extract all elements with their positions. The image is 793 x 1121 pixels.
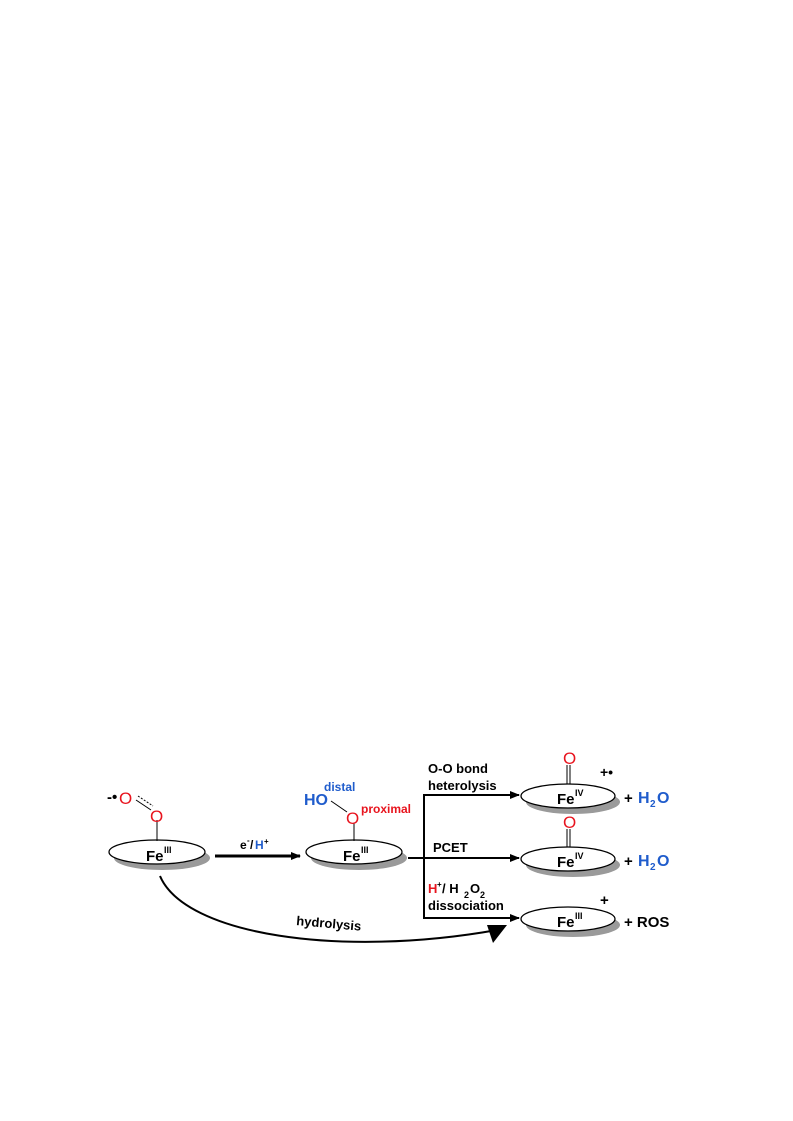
proximal-label: proximal	[361, 802, 411, 816]
porphyrin-disk	[520, 846, 616, 872]
oxo-o: O	[563, 813, 576, 832]
ferric-product: + Fe III	[520, 892, 620, 937]
svg-text:O: O	[470, 881, 480, 896]
hydroxyl-label: HO	[304, 792, 328, 809]
superoxo-terminal-o: O	[119, 789, 132, 808]
svg-text:H: H	[428, 881, 437, 896]
svg-text:2: 2	[464, 890, 469, 900]
svg-text:2: 2	[650, 862, 656, 873]
hydrolysis-arrow	[159, 875, 498, 943]
svg-text:H: H	[638, 853, 650, 870]
distal-label: distal	[324, 780, 355, 794]
heterolysis-label-line2: heterolysis	[428, 778, 497, 793]
heterolysis-label-line1: O-O bond	[428, 761, 488, 776]
iron-label: Fe	[557, 914, 575, 931]
svg-text:+: +	[624, 790, 633, 807]
hydrolysis-label: hydrolysis	[296, 913, 362, 934]
compound-i: O +• Fe IV	[520, 749, 620, 814]
o-o-bond	[135, 799, 152, 811]
svg-text:O: O	[657, 790, 669, 807]
svg-text:/: /	[250, 838, 254, 852]
svg-text:2: 2	[480, 890, 485, 900]
reduction-label: e - / H +	[240, 836, 269, 852]
svg-text:2: 2	[650, 799, 656, 810]
oxidation-state: IV	[575, 788, 584, 798]
svg-text:H: H	[638, 790, 650, 807]
hydrolysis-arrowhead	[487, 925, 507, 943]
superoxo-proximal-o: O	[150, 807, 163, 826]
oxidation-state: III	[361, 845, 369, 855]
svg-text:/ H: / H	[442, 881, 459, 896]
iron-label: Fe	[343, 848, 361, 865]
svg-text:O: O	[657, 853, 669, 870]
svg-text:-: -	[247, 836, 250, 845]
water-product-2: + H 2 O	[624, 853, 669, 873]
hydroperoxo-complex: HO distal O proximal Fe III	[304, 780, 411, 870]
iron-label: Fe	[557, 854, 575, 871]
proximal-o: O	[346, 809, 359, 828]
oxidation-state: IV	[575, 851, 584, 861]
compound-ii: O Fe IV	[520, 813, 620, 877]
cation-charge: +	[600, 892, 609, 909]
superoxo-complex: -• O O Fe III	[107, 789, 210, 870]
porphyrin-disk	[520, 906, 616, 932]
svg-text:+: +	[437, 880, 442, 889]
iron-label: Fe	[557, 791, 575, 808]
porphyrin-disk	[520, 783, 616, 809]
oxo-o: O	[563, 749, 576, 768]
radical-anion-label: -•	[107, 789, 117, 806]
iron-label: Fe	[146, 848, 164, 865]
oxidation-state: III	[164, 845, 172, 855]
svg-text:+: +	[264, 837, 269, 846]
svg-text:H: H	[255, 838, 264, 852]
svg-text:+: +	[624, 853, 633, 870]
oxidation-state: III	[575, 911, 583, 921]
dissociation-label: H + / H 2 O 2 dissociation	[428, 880, 504, 913]
ros-product: + ROS	[624, 914, 669, 931]
branch-arrows	[408, 791, 520, 922]
radical-cation-label: +•	[600, 764, 613, 780]
svg-text:e: e	[240, 838, 247, 852]
pcet-label: PCET	[433, 840, 468, 855]
svg-text:dissociation: dissociation	[428, 898, 504, 913]
water-product-1: + H 2 O	[624, 790, 669, 810]
o-o-bond	[330, 800, 348, 813]
o-o-partial-bond	[137, 795, 154, 807]
